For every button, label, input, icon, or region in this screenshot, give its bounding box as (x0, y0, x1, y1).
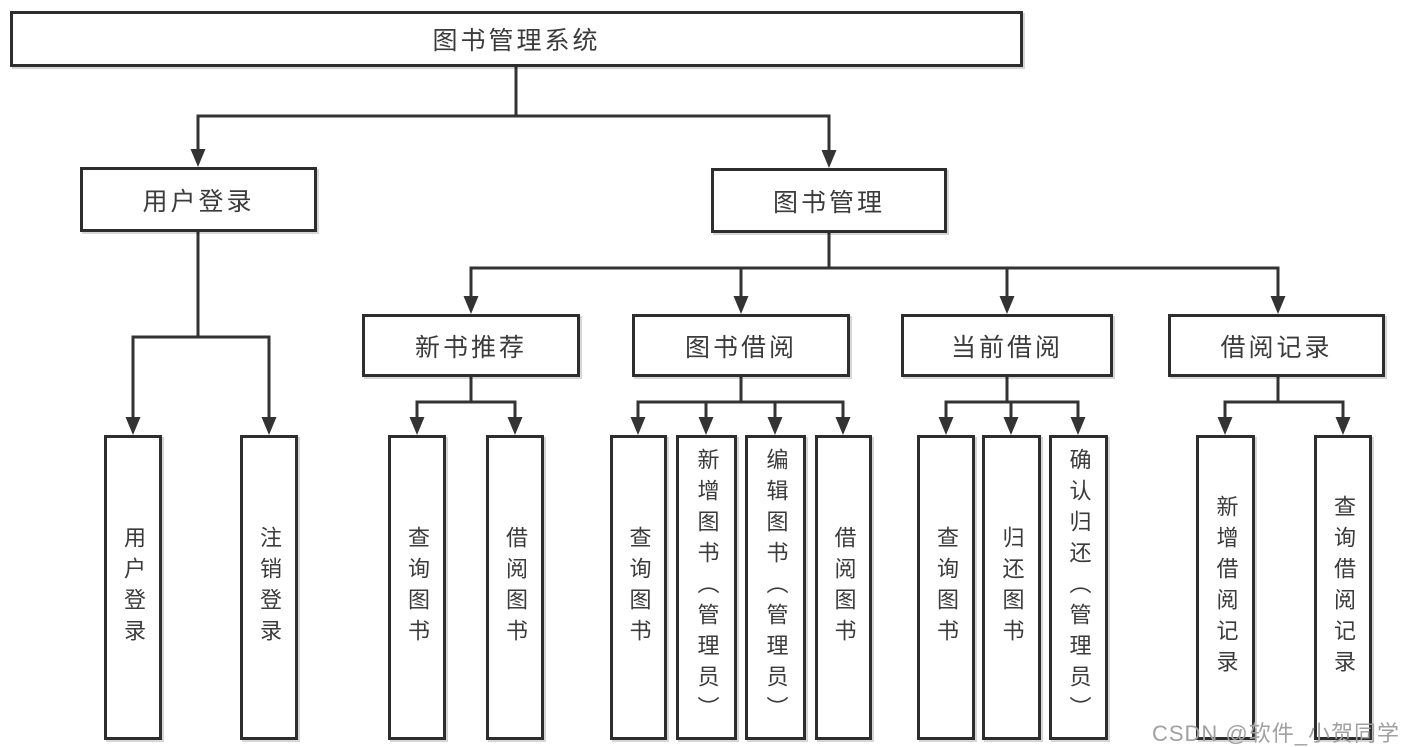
arrow-down-icon (507, 417, 523, 435)
arrow-down-icon (190, 149, 206, 167)
node-book-management: 图书管理 (711, 168, 947, 233)
arrow-down-icon (1270, 296, 1286, 314)
leaf-borrow-borrow-book: 借阅图书 (815, 435, 872, 740)
leaf-record-add-borrow-record: 新增借阅记录 (1196, 435, 1255, 740)
arrow-down-icon (630, 417, 646, 435)
leaf-label: 注销登录 (257, 525, 282, 650)
arrow-down-icon (261, 417, 277, 435)
arrow-down-icon (821, 150, 837, 168)
node-user-login: 用户登录 (80, 167, 317, 232)
node-new-book-recommend: 新书推荐 (362, 314, 580, 377)
arrow-down-icon (409, 417, 425, 435)
node-borrow-record: 借阅记录 (1168, 314, 1385, 377)
leaf-current-confirm-return-admin: 确认归还（管理员） (1049, 435, 1108, 740)
node-label: 图书管理 (772, 188, 885, 217)
leaf-label: 查询借阅记录 (1331, 494, 1356, 681)
leaf-record-query-borrow-record: 查询借阅记录 (1314, 435, 1372, 740)
leaf-borrow-add-book-admin: 新增图书（管理员） (676, 435, 737, 740)
arrowhead-group (125, 149, 1351, 435)
node-current-borrow: 当前借阅 (901, 314, 1113, 377)
leaf-current-query-book: 查询图书 (917, 435, 975, 740)
node-book-borrow: 图书借阅 (632, 314, 850, 377)
node-label: 图书管理系统 (432, 27, 601, 55)
node-label: 借阅记录 (1220, 333, 1333, 362)
leaf-logout: 注销登录 (240, 435, 298, 740)
arrow-down-icon (938, 417, 954, 435)
csdn-watermark: CSDN @软件_小贺同学 (1151, 721, 1400, 746)
node-label: 当前借阅 (950, 333, 1063, 362)
leaf-current-return-book: 归还图书 (982, 435, 1041, 740)
leaf-borrow-query-book: 查询图书 (610, 435, 667, 740)
leaf-label: 新增图书（管理员） (694, 448, 720, 727)
arrow-down-icon (463, 296, 479, 314)
arrow-down-icon (1217, 417, 1233, 435)
arrow-down-icon (125, 417, 141, 435)
arrow-down-icon (698, 417, 714, 435)
leaf-label: 查询图书 (405, 525, 430, 650)
leaf-recommend-borrow-book: 借阅图书 (486, 435, 544, 740)
leaf-label: 确认归还（管理员） (1066, 448, 1092, 727)
node-label: 用户登录 (142, 187, 255, 216)
arrow-down-icon (1335, 417, 1351, 435)
arrow-down-icon (1003, 417, 1019, 435)
leaf-label: 编辑图书（管理员） (763, 448, 789, 727)
leaf-label: 借阅图书 (831, 525, 857, 650)
leaf-borrow-edit-book-admin: 编辑图书（管理员） (745, 435, 806, 740)
leaf-recommend-query-book: 查询图书 (388, 435, 446, 740)
leaf-label: 新增借阅记录 (1213, 494, 1239, 681)
node-label: 图书借阅 (684, 333, 797, 362)
leaf-label: 查询图书 (934, 525, 959, 650)
node-label: 新书推荐 (414, 333, 527, 362)
leaf-label: 用户登录 (121, 525, 146, 650)
leaf-label: 借阅图书 (503, 525, 528, 650)
arrow-down-icon (1070, 417, 1086, 435)
arrow-down-icon (767, 417, 783, 435)
leaf-label: 归还图书 (999, 525, 1025, 650)
arrow-down-icon (733, 296, 749, 314)
leaf-label: 查询图书 (626, 525, 652, 650)
arrow-down-icon (999, 296, 1015, 314)
node-library-management-system: 图书管理系统 (10, 11, 1023, 67)
arrow-down-icon (835, 417, 851, 435)
leaf-user-login: 用户登录 (104, 435, 162, 740)
